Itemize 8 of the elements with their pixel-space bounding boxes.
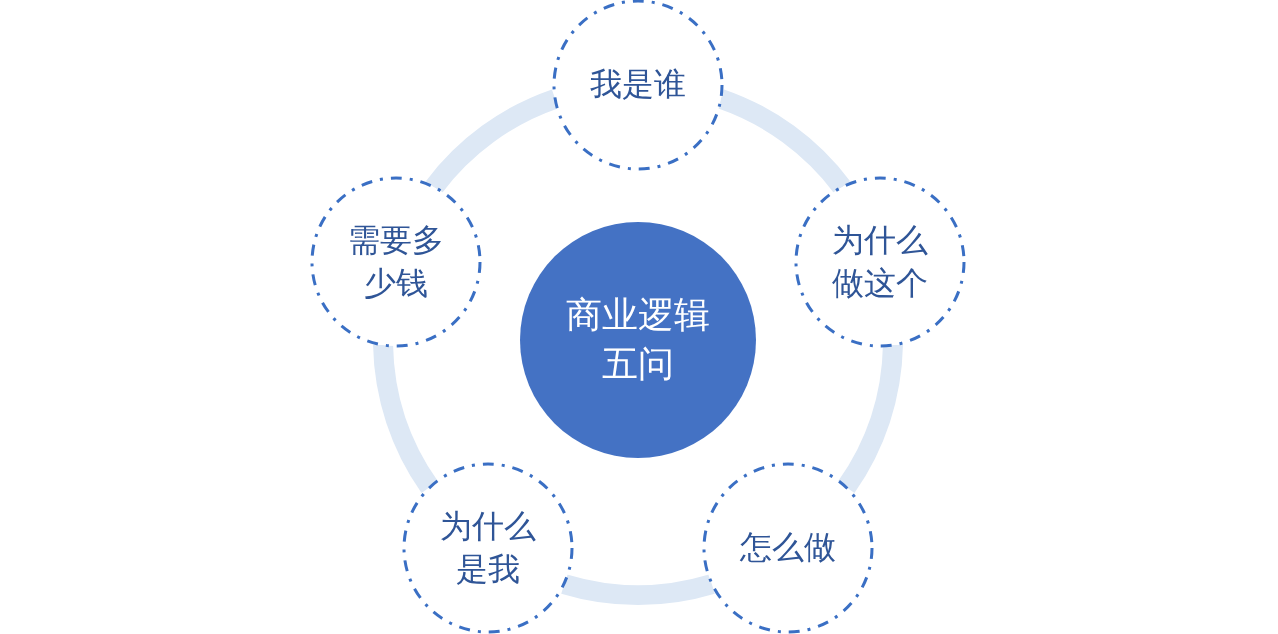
ring-arc: [837, 344, 903, 493]
question-circle: 怎么做: [702, 462, 874, 634]
question-circle: 为什么是我: [402, 462, 574, 634]
center-circle: 商业逻辑五问: [518, 220, 758, 460]
question-circle: 需要多少钱: [310, 176, 482, 348]
question-circle: 为什么做这个: [794, 176, 966, 348]
ring-arc: [561, 574, 715, 605]
ring-arc: [373, 344, 439, 493]
